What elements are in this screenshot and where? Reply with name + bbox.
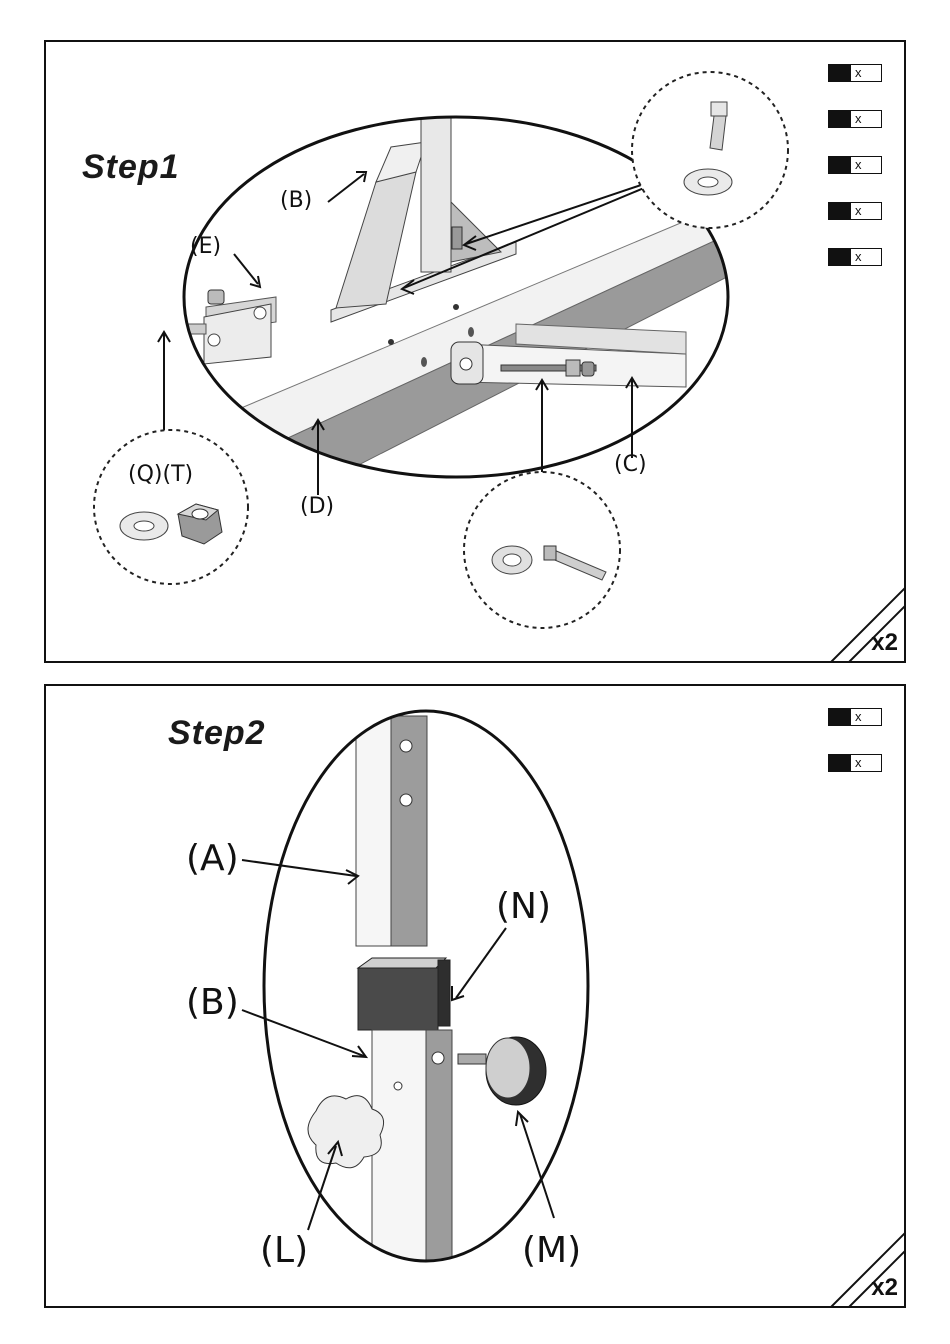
label-b: (B): [186, 982, 239, 1023]
step1-illustration: [46, 42, 906, 663]
label-l: (L): [260, 1230, 308, 1271]
part-swatch: [829, 65, 851, 81]
part-quantity-label: x: [851, 709, 862, 725]
label-b: (B): [280, 188, 312, 213]
part-quantity-label: x: [851, 157, 862, 173]
parts-list: x x: [828, 708, 882, 800]
part-swatch: [829, 111, 851, 127]
part-quantity: x: [828, 110, 882, 128]
part-swatch: [829, 755, 851, 771]
part-quantity: x: [828, 754, 882, 772]
label-a: (A): [186, 838, 239, 879]
step2-panel: Step2 (A) (N) (B) (L) (M) x x x2: [44, 684, 906, 1308]
step-title: Step2: [168, 714, 266, 753]
part-quantity-label: x: [851, 249, 862, 265]
part-quantity-label: x: [851, 65, 862, 81]
part-swatch: [829, 203, 851, 219]
step-title: Step1: [82, 148, 180, 187]
part-swatch: [829, 249, 851, 265]
part-quantity: x: [828, 248, 882, 266]
parts-list: x x x x x: [828, 64, 882, 294]
part-quantity-label: x: [851, 755, 862, 771]
part-swatch: [829, 709, 851, 725]
label-c: (C): [614, 452, 647, 477]
label-e: (E): [190, 234, 221, 259]
part-quantity-label: x: [851, 203, 862, 219]
part-quantity: x: [828, 64, 882, 82]
step1-panel: Step1 (B) (E) (D) (C) (Q)(T) x x x x x x…: [44, 40, 906, 663]
part-swatch: [829, 157, 851, 173]
label-m: (M): [522, 1230, 581, 1271]
repeat-count: x2: [871, 1274, 898, 1302]
part-quantity: x: [828, 708, 882, 726]
part-quantity: x: [828, 202, 882, 220]
label-n: (N): [496, 886, 551, 927]
part-quantity: x: [828, 156, 882, 174]
label-d: (D): [300, 494, 334, 519]
part-quantity-label: x: [851, 111, 862, 127]
label-qt: (Q)(T): [128, 462, 193, 487]
repeat-count: x2: [871, 629, 898, 657]
step2-illustration: [46, 686, 906, 1308]
